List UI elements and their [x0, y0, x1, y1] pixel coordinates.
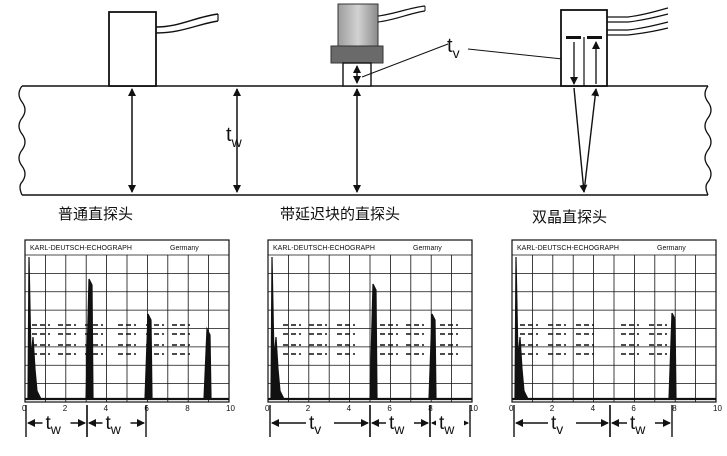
probe-caption-2: 带延迟块的直探头 [280, 205, 400, 223]
thickness-arrow: tw [226, 88, 243, 193]
probe-caption-3: 双晶直探头 [532, 208, 607, 226]
interval-label: tv [309, 413, 321, 437]
country-label: Germany [413, 245, 442, 252]
tick-label: 2 [63, 404, 68, 413]
interval-label: tw [389, 413, 405, 437]
tick-label: 4 [591, 404, 596, 413]
tick-label: 4 [104, 404, 109, 413]
brand-label: KARL-DEUTSCH-ECHOGRAPH [30, 245, 132, 252]
interval-label-bg [436, 411, 464, 433]
tick-label: 10 [713, 404, 722, 413]
tick-label: 8 [185, 404, 190, 413]
a-scan-screen-normal: KARL-DEUTSCH-ECHOGRAPH Germany 0 2 4 6 8 10 tw tw [22, 239, 235, 437]
interval-label-bg [42, 411, 71, 433]
a-scan-screen-dual-element: KARL-DEUTSCH-ECHOGRAPH Germany 0 2 4 6 8 10 tv tw [509, 239, 722, 437]
initial-pulse [514, 256, 529, 400]
tick-label: 6 [144, 404, 149, 413]
country-label: Germany [170, 245, 199, 252]
a-scan-screen-delay-line: KARL-DEUTSCH-ECHOGRAPH Germany 0 2 4 6 8 10 tv tw… [265, 239, 478, 437]
echo-peak [85, 278, 94, 400]
tick-label: 0 [265, 404, 270, 413]
tick-label: 0 [509, 404, 514, 413]
tv-callout: tv [361, 35, 573, 78]
country-label: Germany [657, 245, 686, 252]
tick-label: 0 [22, 404, 27, 413]
echo-peak [668, 312, 677, 400]
right-break-edge [704, 85, 712, 196]
probe-caption-1: 普通直探头 [58, 205, 133, 223]
interval-label: tv [551, 413, 563, 437]
test-piece [18, 85, 712, 196]
dual-element-probe [560, 7, 669, 193]
tick-label: 8 [672, 404, 677, 413]
interval-label: tw [106, 413, 122, 437]
echo-peak [428, 313, 437, 400]
tick-label: 4 [347, 404, 352, 413]
normal-straight-probe [108, 11, 219, 193]
interval-label: tw [630, 413, 646, 437]
interval-label: tw [439, 413, 455, 437]
interval-label-bg [386, 411, 414, 433]
tick-label: 6 [631, 404, 636, 413]
tick-label: 10 [226, 404, 235, 413]
beam-line-out [583, 88, 600, 193]
tick-label: 8 [428, 404, 433, 413]
interval-label-bg [548, 411, 576, 433]
tick-label: 2 [550, 404, 555, 413]
initial-pulse [27, 256, 42, 400]
interval-label-bg [306, 411, 334, 433]
tv-label: tv [447, 35, 460, 61]
interval-label: tw [46, 413, 62, 437]
brand-label: KARL-DEUTSCH-ECHOGRAPH [273, 245, 375, 252]
tw-label: tw [226, 124, 243, 150]
tick-label: 2 [306, 404, 311, 413]
tick-label: 10 [469, 404, 478, 413]
delay-line-probe [330, 3, 426, 193]
interval-label-bg [627, 411, 655, 433]
echo-peak [144, 313, 153, 400]
initial-pulse [270, 256, 285, 400]
echo-peak [369, 283, 378, 400]
brand-label: KARL-DEUTSCH-ECHOGRAPH [517, 245, 619, 252]
beam-line-in [573, 87, 588, 193]
tick-label: 6 [387, 404, 392, 413]
left-break-edge [18, 85, 26, 196]
echo-peak [203, 326, 212, 400]
interval-label-bg [102, 411, 131, 433]
